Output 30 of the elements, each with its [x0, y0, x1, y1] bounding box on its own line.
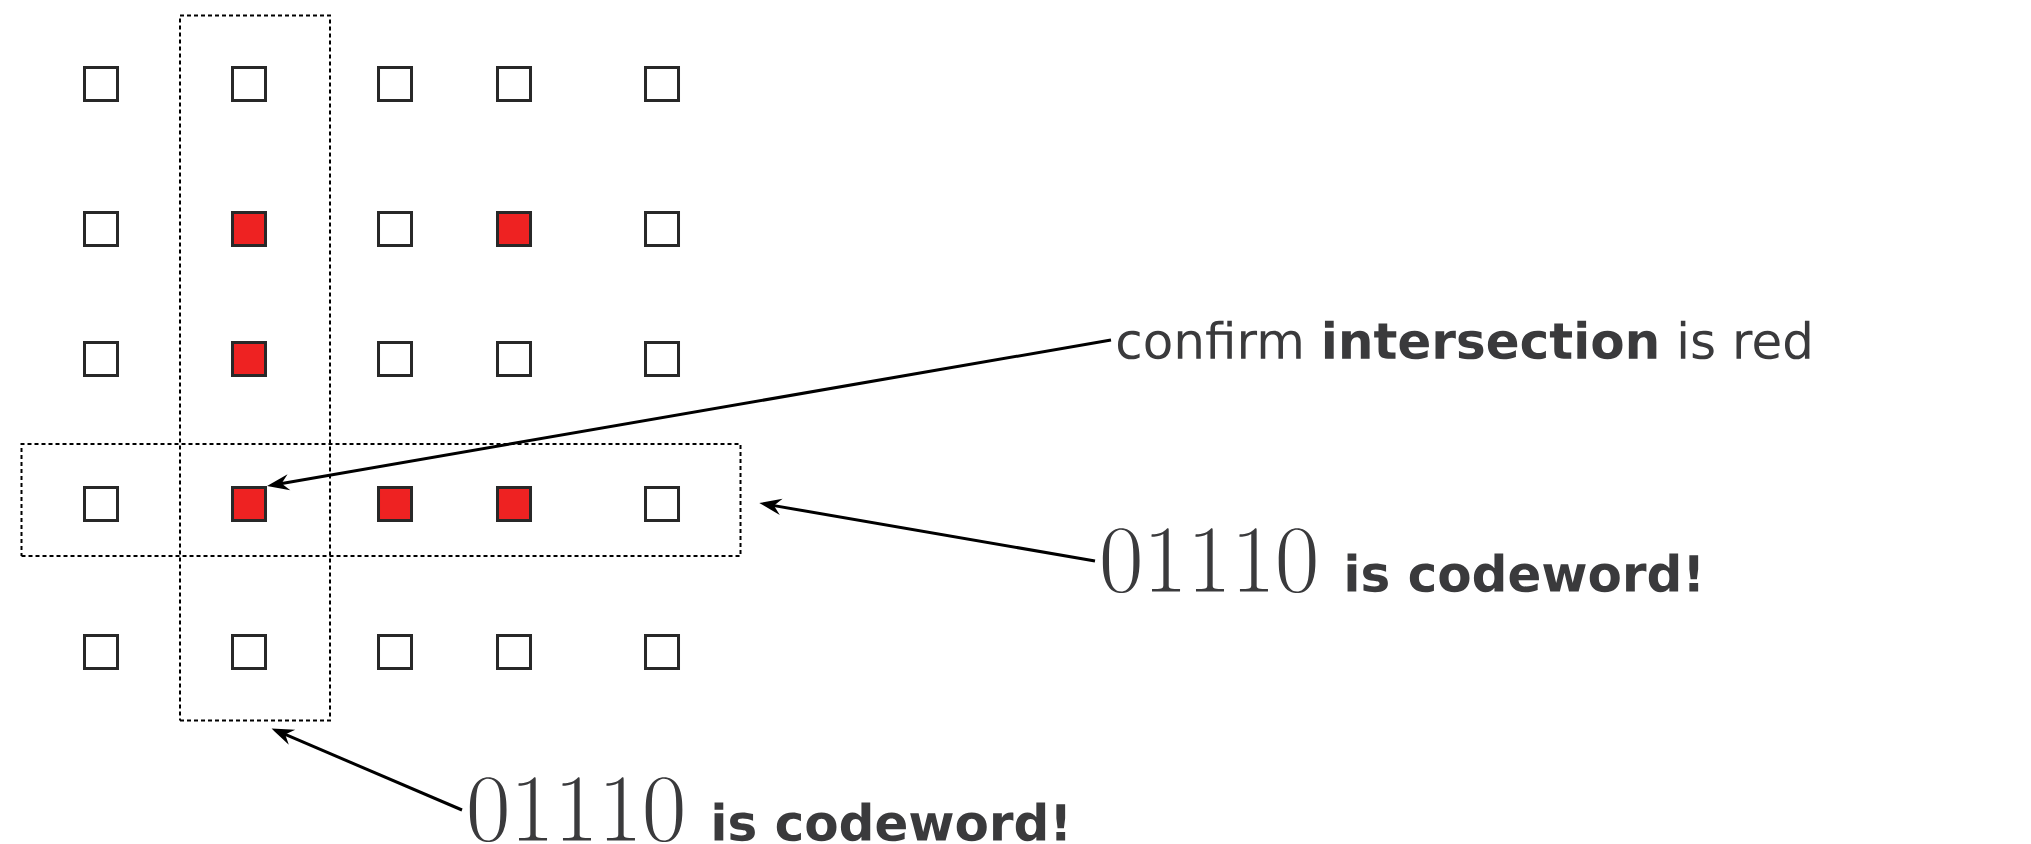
empty-square	[644, 634, 680, 670]
empty-square	[377, 341, 413, 377]
filled-square	[496, 486, 532, 522]
filled-square	[231, 341, 267, 377]
empty-square	[377, 634, 413, 670]
empty-square	[644, 341, 680, 377]
filled-square	[231, 486, 267, 522]
empty-square	[496, 66, 532, 102]
empty-square	[644, 66, 680, 102]
empty-square	[83, 211, 119, 247]
empty-square	[496, 341, 532, 377]
codeword-note: $01110$ is codeword!	[469, 777, 1066, 843]
filled-square	[231, 211, 267, 247]
annotation-text: confirm intersection is red	[1118, 320, 1810, 360]
empty-square	[377, 66, 413, 102]
empty-square	[377, 211, 413, 247]
empty-square	[83, 634, 119, 670]
empty-square	[231, 66, 267, 102]
empty-square	[231, 634, 267, 670]
empty-square	[83, 341, 119, 377]
filled-square	[377, 486, 413, 522]
dashed-frame	[20, 443, 742, 557]
empty-square	[644, 211, 680, 247]
codeword-note: $01110$ is codeword!	[1102, 528, 1699, 594]
empty-square	[496, 634, 532, 670]
empty-square	[83, 486, 119, 522]
dashed-frame	[179, 14, 331, 722]
filled-square	[496, 211, 532, 247]
empty-square	[644, 486, 680, 522]
empty-square	[83, 66, 119, 102]
